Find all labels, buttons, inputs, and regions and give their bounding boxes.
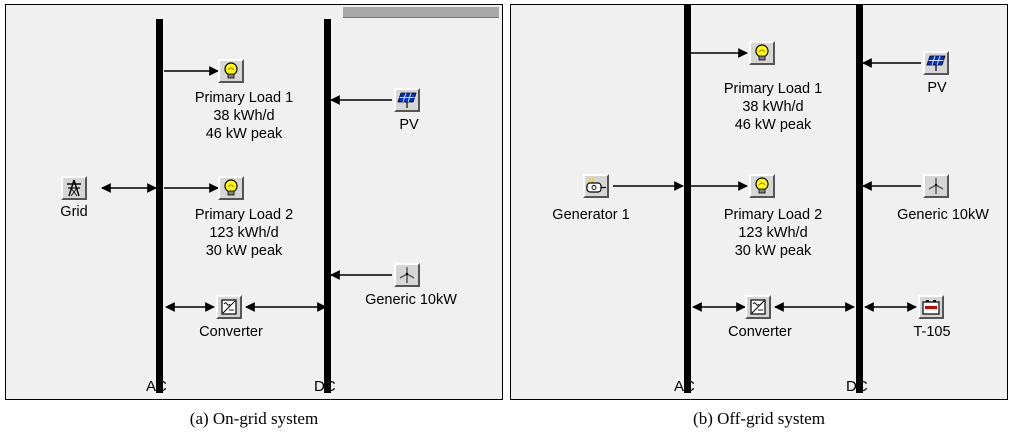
dc-bus-label: DC: [846, 378, 868, 395]
t-105-label: T-105: [913, 324, 951, 340]
primary-load-2-energy: 123 kWh/d: [738, 225, 808, 241]
primary-load-1-label: Primary Load 1 38 kWh/d 46 kW peak: [195, 89, 293, 143]
primary-load-1-energy: 38 kWh/d: [742, 99, 804, 115]
scrollbar-stub[interactable]: [343, 7, 499, 18]
primary-load-1-peak: 46 kW peak: [205, 126, 283, 142]
off-grid-diagram-panel: AC DC Primary Load 1 38 kWh/d 46 kW peak…: [510, 4, 1008, 400]
dc-bus: [324, 19, 331, 393]
primary-load-1-name: Primary Load 1: [194, 90, 294, 106]
primary-load-2-energy: 123 kWh/d: [209, 225, 279, 241]
battery-icon[interactable]: [918, 295, 944, 319]
wind-turbine-icon[interactable]: [923, 174, 949, 198]
primary-load-1-energy: 38 kWh/d: [213, 108, 275, 124]
wind-turbine-icon[interactable]: [394, 263, 420, 287]
primary-load-2-label: Primary Load 2 123 kWh/d 30 kW peak: [724, 206, 822, 260]
primary-load-2-name: Primary Load 2: [194, 207, 294, 223]
primary-load-2-label: Primary Load 2 123 kWh/d 30 kW peak: [195, 206, 293, 260]
caption-a: (a) On-grid system: [189, 409, 319, 428]
generator-1-label: Generator 1: [552, 207, 630, 223]
generator-icon[interactable]: [583, 174, 609, 198]
solar-panel-icon[interactable]: [394, 88, 420, 112]
generic-10kw-label: Generic 10kW: [365, 292, 457, 308]
solar-panel-icon[interactable]: [923, 51, 949, 75]
primary-load-1-name: Primary Load 1: [723, 81, 823, 97]
converter-icon[interactable]: [745, 295, 771, 319]
pv-label: PV: [927, 80, 947, 96]
ac-bus-label: AC: [674, 378, 695, 395]
ac-bus-label: AC: [146, 378, 167, 395]
primary-load-1-peak: 46 kW peak: [734, 117, 812, 133]
ac-bus: [684, 5, 691, 393]
converter-icon[interactable]: [216, 295, 242, 319]
generic-10kw-label: Generic 10kW: [897, 207, 989, 223]
lightbulb-icon[interactable]: [218, 59, 244, 83]
dc-bus-label: DC: [314, 378, 336, 395]
lightbulb-icon[interactable]: [749, 41, 775, 65]
primary-load-1-label: Primary Load 1 38 kWh/d 46 kW peak: [724, 80, 822, 134]
pv-label: PV: [399, 117, 419, 133]
converter-label: Converter: [728, 324, 792, 340]
on-grid-diagram-panel: AC DC Primary Load 1 38 kWh/d 46 kW peak…: [5, 4, 503, 400]
primary-load-2-peak: 30 kW peak: [734, 243, 812, 259]
primary-load-2-name: Primary Load 2: [723, 207, 823, 223]
converter-label: Converter: [199, 324, 263, 340]
dc-bus: [856, 5, 863, 393]
lightbulb-icon[interactable]: [218, 176, 244, 200]
transmission-tower-icon[interactable]: [61, 176, 87, 200]
lightbulb-icon[interactable]: [749, 174, 775, 198]
grid-label: Grid: [60, 204, 88, 220]
primary-load-2-peak: 30 kW peak: [205, 243, 283, 259]
caption-b: (b) Off-grid system: [693, 409, 825, 428]
ac-bus: [156, 19, 163, 393]
